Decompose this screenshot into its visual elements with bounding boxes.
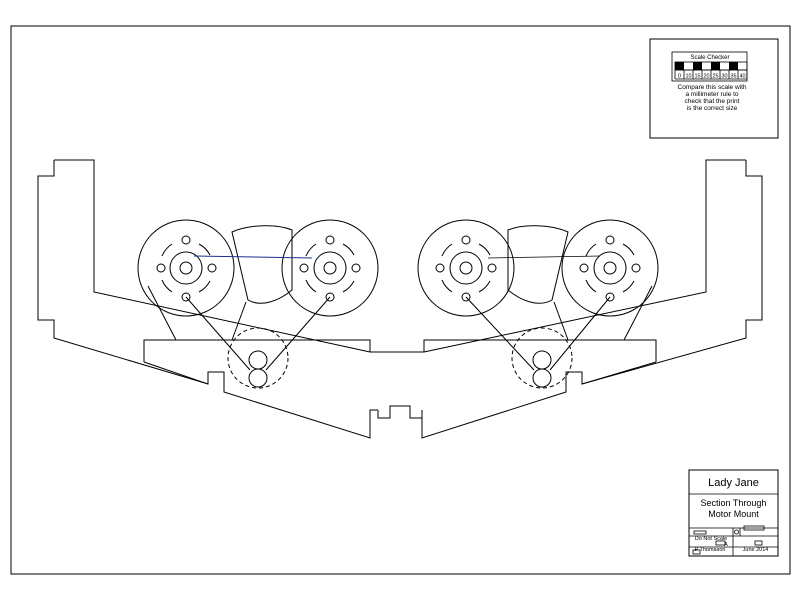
drawing-date: June 2014: [743, 547, 769, 553]
scale-caption-line: a millimeter rule to: [685, 91, 738, 98]
scale-checker-bar: [674, 61, 748, 80]
shaft-coupling-right: [465, 296, 657, 389]
scale-tick-label: 0: [678, 74, 681, 80]
motor-4: [561, 219, 659, 317]
do-not-scale-note: Do Not Scale: [695, 536, 727, 542]
title-block-frame: [688, 469, 779, 557]
scale-caption-line: Compare this scale with: [678, 84, 747, 91]
scale-tick-label: 15: [694, 74, 700, 80]
drawing-subtitle: Section Through: [701, 498, 767, 508]
scale-caption-line: is the correct size: [687, 105, 738, 112]
revision-marker: [734, 529, 739, 535]
left-motor-assembly: [137, 219, 379, 389]
scale-tick-label: 25: [712, 74, 718, 80]
scale-checker-frame: [649, 38, 779, 139]
right-motor-assembly: [417, 219, 659, 389]
motor-1: [137, 219, 235, 317]
sheet-size: A: [724, 542, 728, 548]
shaft-coupling-left: [143, 296, 331, 389]
sheet-border: [10, 25, 791, 575]
scale-tick-label: 20: [703, 74, 709, 80]
belt-line: [193, 255, 313, 259]
scale-tick-label: 30: [721, 74, 727, 80]
scale-tick-label: 10: [685, 74, 691, 80]
scale-tick-label: 40: [739, 74, 745, 80]
drawing-subtitle: Motor Mount: [708, 509, 759, 519]
motor-2: [281, 219, 379, 317]
scale-checker-title: Scale Checker: [690, 55, 729, 61]
title-block: Lady Jane Section Through Motor Mount Do…: [688, 469, 779, 557]
belt-line: [487, 255, 601, 259]
scale-checker: Scale Checker 0 10 15 20 25 30 35 40: [649, 38, 779, 139]
motor-3: [417, 219, 515, 317]
project-title: Lady Jane: [708, 477, 759, 489]
scale-caption-line: check that the print: [685, 98, 740, 105]
author-name: P Thomason: [695, 547, 726, 553]
scale-tick-label: 35: [730, 74, 736, 80]
hull-outline: [37, 159, 763, 439]
